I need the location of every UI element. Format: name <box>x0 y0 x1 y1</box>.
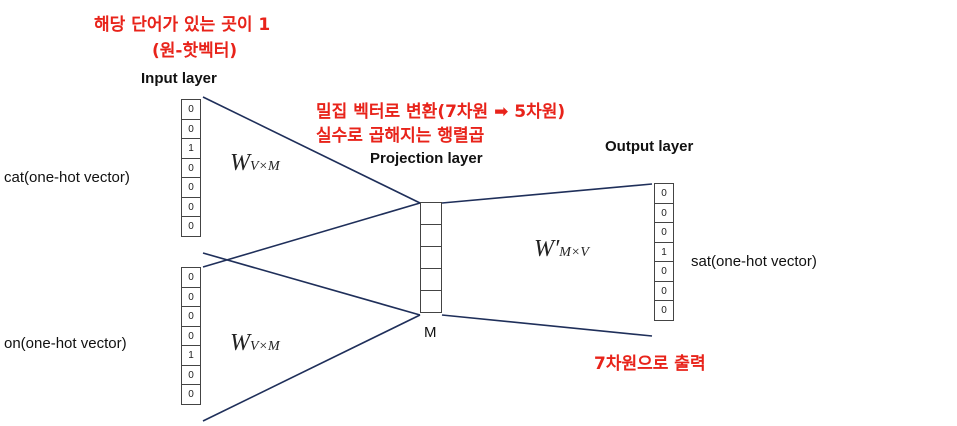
vector-cell: 0 <box>181 286 201 307</box>
on-to-projection-bottom <box>202 314 421 422</box>
vector-cell: 1 <box>654 241 674 262</box>
projection-to-output-top <box>441 183 653 204</box>
sat-vector-label: sat(one-hot vector) <box>691 253 817 270</box>
matrix-subscript: M×V <box>559 245 589 260</box>
cat-to-projection-bottom <box>202 252 421 316</box>
projection-vector <box>420 202 442 313</box>
vector-cell: 0 <box>654 222 674 243</box>
dense-note-line2: 실수로 곱해지는 행렬곱 <box>316 126 485 146</box>
input-weight-matrix-lower: WV×M <box>230 330 280 357</box>
on-vector-label: on(one-hot vector) <box>4 335 127 352</box>
matrix-symbol: W′ <box>534 236 560 262</box>
vector-cell: 0 <box>181 267 201 288</box>
projection-node-label: M <box>424 324 437 341</box>
onehot-note-line1: 해당 단어가 있는 곳이 1 <box>94 15 271 35</box>
cat-to-projection-top <box>202 96 421 204</box>
sat-output-vector: 0 0 0 1 0 0 0 <box>654 183 674 321</box>
vector-cell: 0 <box>181 364 201 385</box>
vector-cell: 0 <box>181 99 201 120</box>
cat-input-vector: 0 0 1 0 0 0 0 <box>181 99 201 237</box>
vector-cell: 0 <box>181 196 201 217</box>
projection-cell <box>420 290 442 313</box>
vector-cell: 0 <box>654 280 674 301</box>
vector-cell: 0 <box>181 325 201 346</box>
output-note: 7차원으로 출력 <box>594 354 706 374</box>
matrix-symbol: W <box>230 150 250 176</box>
vector-cell: 0 <box>654 202 674 223</box>
matrix-subscript: V×M <box>250 339 280 354</box>
input-weight-matrix-upper: WV×M <box>230 150 280 177</box>
matrix-symbol: W <box>230 330 250 356</box>
projection-cell <box>420 246 442 269</box>
cat-vector-label: cat(one-hot vector) <box>4 169 130 186</box>
vector-cell: 0 <box>181 177 201 198</box>
dense-note-line1: 밀집 벡터로 변환(7차원 ➡ 5차원) <box>316 102 566 122</box>
projection-layer-title: Projection layer <box>370 150 483 167</box>
on-to-projection-top <box>202 202 421 268</box>
projection-cell <box>420 224 442 247</box>
output-weight-matrix: W′M×V <box>534 236 589 263</box>
matrix-subscript: V×M <box>250 159 280 174</box>
vector-cell: 0 <box>181 157 201 178</box>
vector-cell: 1 <box>181 345 201 366</box>
vector-cell: 0 <box>181 384 201 405</box>
input-layer-title: Input layer <box>141 70 217 87</box>
projection-cell <box>420 268 442 291</box>
vector-cell: 1 <box>181 138 201 159</box>
vector-cell: 0 <box>181 118 201 139</box>
vector-cell: 0 <box>181 306 201 327</box>
output-layer-title: Output layer <box>605 138 694 155</box>
onehot-note-line2: (원-핫벡터) <box>152 41 238 61</box>
vector-cell: 0 <box>654 261 674 282</box>
vector-cell: 0 <box>181 216 201 237</box>
projection-cell <box>420 202 442 225</box>
on-input-vector: 0 0 0 0 1 0 0 <box>181 267 201 405</box>
projection-to-output-bottom <box>441 314 653 337</box>
vector-cell: 0 <box>654 183 674 204</box>
vector-cell: 0 <box>654 300 674 321</box>
